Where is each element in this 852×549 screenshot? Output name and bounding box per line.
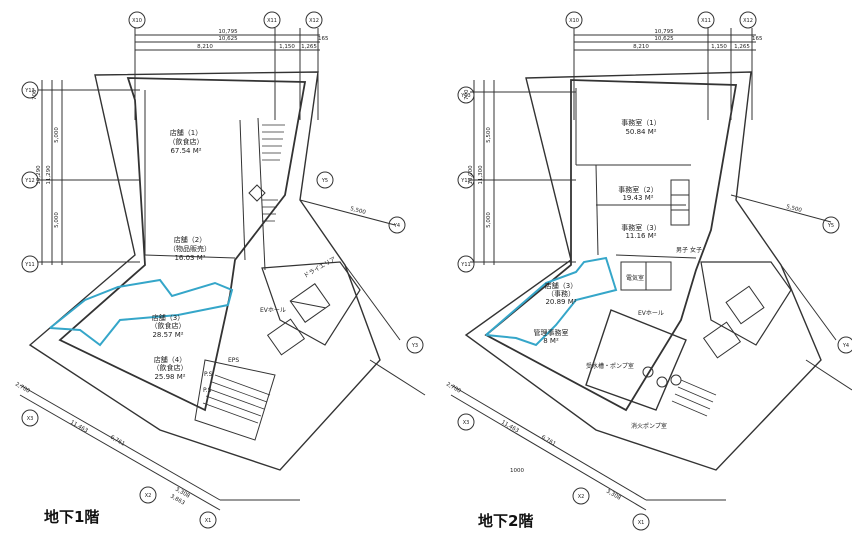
dim-left-c: 11,290 <box>46 165 52 185</box>
room-name: 事務室（2） <box>618 185 657 194</box>
ev-hall-label: EVホール <box>260 307 286 314</box>
grid-marker: X12 <box>743 18 753 24</box>
grid-marker: Y4 <box>842 343 849 349</box>
grid-marker: Y13 <box>460 93 470 99</box>
dim-top-small: 700 <box>32 89 38 100</box>
room-sub: （飲食店） <box>151 321 186 330</box>
room-area: 19.43 M² <box>622 194 653 202</box>
ev-hall-label: EVホール <box>638 310 664 317</box>
room-area: 11.16 M² <box>625 232 656 240</box>
dim-sub: 10,625 <box>218 36 238 42</box>
dim-bottom-b: 11,463 <box>500 420 520 435</box>
grid-marker: X3 <box>463 420 470 426</box>
ps-label: P.S <box>203 387 212 394</box>
room-name: 店舗（2） <box>174 235 206 244</box>
grid-marker: X10 <box>569 18 579 24</box>
grid-marker: Y11 <box>460 262 470 268</box>
dim-left-a: 5,000 <box>54 127 60 143</box>
drywell-label: ドライエリア <box>303 256 338 280</box>
room-name: 店舗（3） <box>152 313 184 322</box>
grid-marker: X2 <box>578 494 585 500</box>
room-name: 事務室（1） <box>621 118 660 127</box>
pump-room-label: 受水槽・ポンプ室 <box>586 362 634 370</box>
room-sub: （飲食店） <box>169 137 204 146</box>
room-area: 67.54 M² <box>170 147 201 155</box>
floor-label-b2: 地下2階 <box>478 512 534 530</box>
room-name: 事務室（3） <box>621 223 660 232</box>
dim-bottom-a: 2,700 <box>14 382 31 395</box>
room-name: 店舗（1） <box>170 128 202 137</box>
room-name: 店舗（4） <box>154 355 186 364</box>
electric-room-label: 電気室 <box>626 274 644 282</box>
floor-plan-b2-drawing: 事務室（1） 50.84 M² 事務室（2） 19.43 M² 事務室（3） 1… <box>445 11 852 531</box>
mens-label: 男子 <box>676 247 688 254</box>
grid-marker: X1 <box>638 520 645 526</box>
room-area: 50.84 M² <box>625 128 656 136</box>
eps-label: EPS <box>228 357 239 364</box>
grid-marker: Y3 <box>411 343 418 349</box>
room-area: 28.57 M² <box>152 331 183 339</box>
floor-plan-b1: 店舗（1） （飲食店） 67.54 M² 店舗（2） （物品販売） 16.03 … <box>0 0 426 545</box>
dim-left-c: 11,300 <box>478 165 484 185</box>
dim-bottom-c: 6,761 <box>109 435 126 448</box>
dim-bottom-b: 11,463 <box>69 420 89 435</box>
dim-left-total: 16,000 <box>468 165 474 185</box>
room-name: 店舗（3） <box>545 281 577 290</box>
dim-left-b: 5,000 <box>54 212 60 228</box>
room-sub: （事務） <box>547 289 575 298</box>
grid-marker: Y4 <box>393 223 400 229</box>
room-name: 管理事務室 <box>534 328 569 337</box>
dim-total: 10,795 <box>654 29 674 35</box>
grid-marker: Y12 <box>460 178 470 184</box>
grid-marker: Y5 <box>827 223 834 229</box>
dim-bottom-a: 2,700 <box>445 382 462 395</box>
grid-marker: X10 <box>132 18 142 24</box>
dim-split-c: 1,265 <box>734 44 750 50</box>
grid-marker: X11 <box>701 18 711 24</box>
floor-plan-b1-drawing: 店舗（1） （飲食店） 67.54 M² 店舗（2） （物品販売） 16.03 … <box>14 11 426 529</box>
dim-left-total: 10,290 <box>36 165 42 185</box>
grid-marker: Y11 <box>24 262 34 268</box>
room-sub: （物品販売） <box>169 244 211 253</box>
dim-top-small: 700 <box>464 89 470 100</box>
grid-marker: Y13 <box>24 88 34 94</box>
grid-marker: X12 <box>309 18 319 24</box>
room-area: 16.03 M² <box>174 254 205 262</box>
ps-label-2: P.S <box>204 371 213 378</box>
dim-split-a: 8,210 <box>633 44 649 50</box>
grid-marker: Y5 <box>321 178 328 184</box>
dim-split-d: 165 <box>318 36 329 42</box>
floor-plan-b2: 事務室（1） 50.84 M² 事務室（2） 19.43 M² 事務室（3） 1… <box>426 0 852 545</box>
floor-label-b1: 地下1階 <box>44 508 100 526</box>
grid-marker: Y12 <box>24 178 34 184</box>
dim-bottom-c: 6,761 <box>540 435 557 448</box>
dim-split-c: 1,265 <box>301 44 317 50</box>
room-area: 25.98 M² <box>154 373 185 381</box>
dim-total: 10,795 <box>218 29 238 35</box>
room-area: 20.89 M² <box>545 298 576 306</box>
dim-right-diag: 5,500 <box>349 206 366 216</box>
grid-marker: X3 <box>27 416 34 422</box>
grid-marker: X1 <box>205 518 212 524</box>
dim-left-b: 5,000 <box>486 212 492 228</box>
dim-split-d: 165 <box>752 36 763 42</box>
dim-split-a: 8,210 <box>197 44 213 50</box>
womens-label: 女子 <box>690 246 702 254</box>
dim-split-b: 1,150 <box>279 44 295 50</box>
room-area: 8 M² <box>543 337 559 345</box>
room-sub: （飲食店） <box>153 363 188 372</box>
dim-right-diag: 5,500 <box>785 204 802 214</box>
dim-sub: 10,625 <box>654 36 674 42</box>
dim-split-b: 1,150 <box>711 44 727 50</box>
dim-left-a: 5,500 <box>486 127 492 143</box>
grid-marker: X11 <box>267 18 277 24</box>
dim-bottom-e: 1000 <box>510 468 524 474</box>
fire-pump-label: 消火ポンプ室 <box>631 422 667 430</box>
grid-marker: X2 <box>145 493 152 499</box>
